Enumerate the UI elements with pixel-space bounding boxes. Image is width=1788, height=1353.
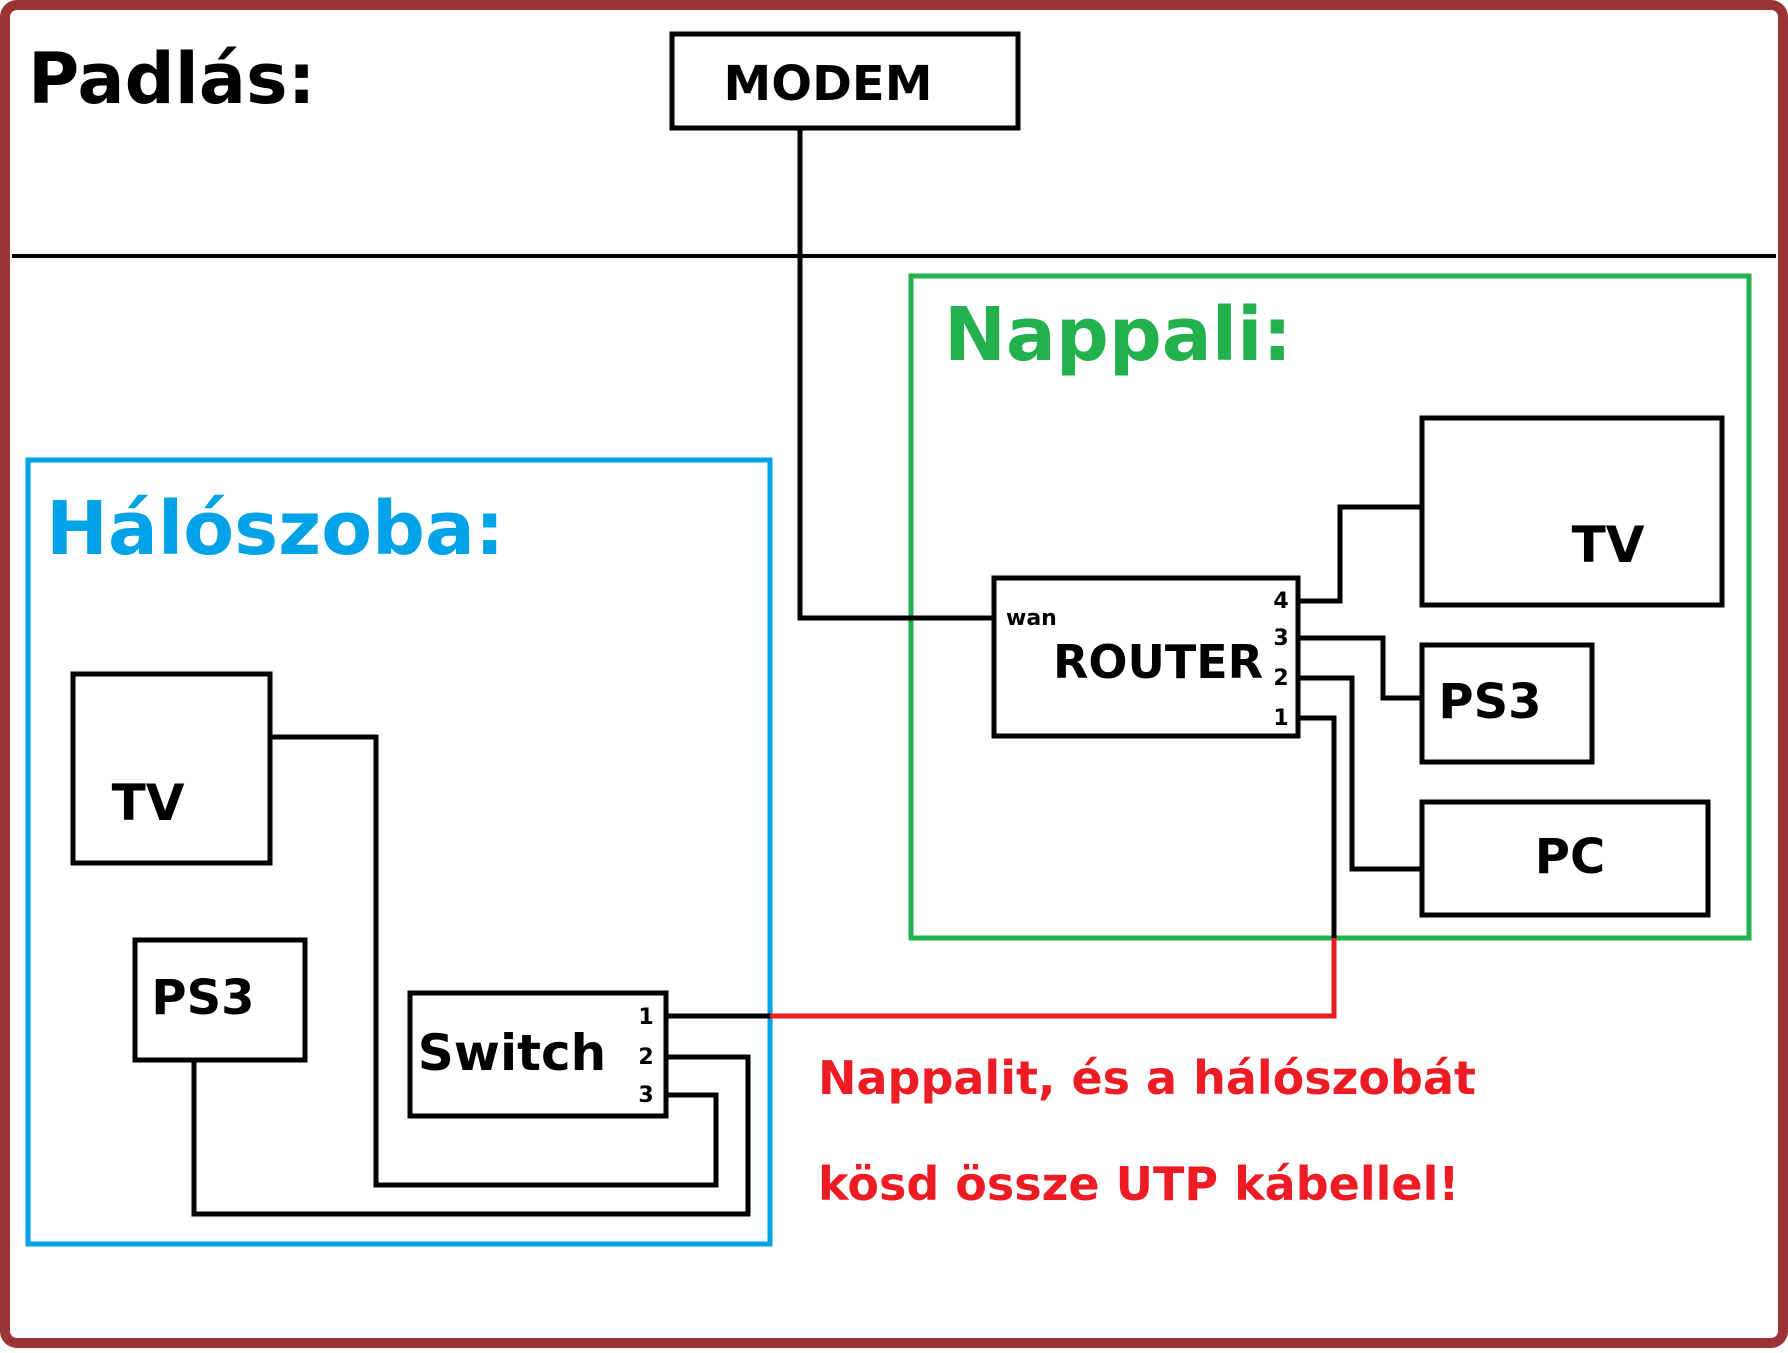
router-port-2: 2 [1273,666,1288,691]
bedroom-tv-label: TV [112,774,185,832]
living-ps3-label: PS3 [1438,674,1541,730]
bedroom-ps3-box [132,937,308,1063]
router-tv-cable [1298,504,1422,604]
router-port-1: 1 [1273,706,1288,731]
router-port1-cable [1298,715,1337,938]
living-ps3-box [1419,642,1595,765]
bedroom-ps3-switch-cable [191,1054,751,1217]
switch-label: Switch [418,1024,606,1082]
switch-box [407,990,669,1119]
router-port-4: 4 [1273,589,1288,614]
router-label: ROUTER [1053,635,1263,689]
attic-title: Padlás: [28,38,316,120]
router-box [991,575,1301,739]
bedroom-ps3-label: PS3 [151,970,254,1026]
living-pc-box [1419,799,1711,918]
living-tv-label: TV [1572,516,1645,574]
router-port-3: 3 [1273,626,1288,651]
switch-port-2: 2 [638,1045,653,1070]
bedroom-tv-switch-cable [270,734,719,1188]
switch-port-3: 3 [638,1083,653,1108]
bedroom-title: Hálószoba: [46,486,505,572]
note-line-2: kösd össze UTP kábellel! [818,1157,1459,1211]
bedroom-tv-box [70,671,273,866]
router-wan-label: wan [1006,606,1057,631]
living-pc-label: PC [1535,829,1605,885]
router-pc-cable [1298,675,1422,872]
switch-port-1: 1 [638,1005,653,1030]
modem-label: MODEM [724,56,933,112]
living-room-region [908,273,1752,941]
router-ps3-cable [1298,635,1422,701]
note-line-1: Nappalit, és a hálószobát [818,1051,1476,1105]
living-tv-box [1419,415,1725,608]
bedroom-region [25,457,773,1247]
modem-box [669,31,1021,131]
utp-cable [770,938,1337,1019]
modem-router-cable [797,128,994,621]
living-room-title: Nappali: [944,292,1292,378]
